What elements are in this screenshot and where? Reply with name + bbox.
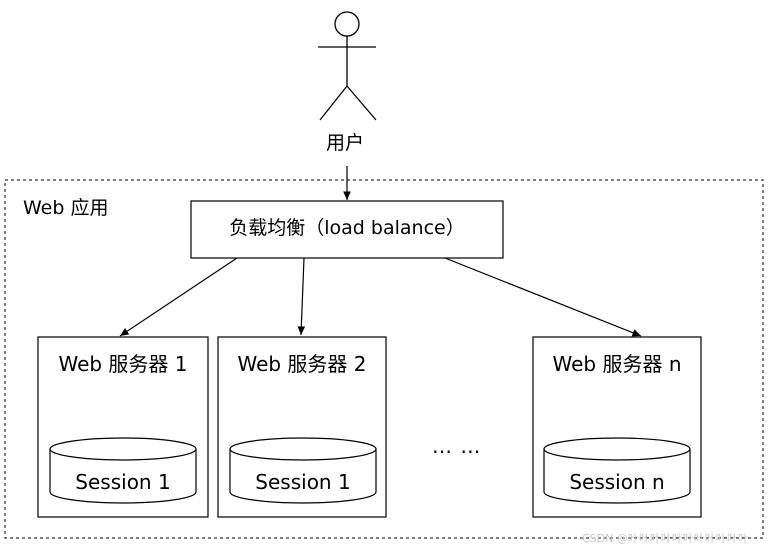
watermark: CSDN @叶叶叶叶叶叶叶叶叶叶叶 (582, 532, 749, 545)
server-label-1: Web 服务器 1 (58, 352, 188, 376)
session-label-n: Session n (569, 470, 665, 494)
session-cylinder-n (543, 437, 691, 504)
session-label-2: Session 1 (255, 470, 351, 494)
load-balancer-box (190, 200, 504, 259)
web-app-container (4, 179, 764, 539)
arrow-lb-to-server-n (444, 257, 642, 337)
load-balancer-label: 负载均衡（load balance） (229, 217, 465, 239)
arrow-lb-to-server-1 (119, 257, 238, 337)
server-label-n: Web 服务器 n (552, 352, 682, 376)
ellipsis-more-servers: … … (432, 434, 482, 458)
server-label-2: Web 服务器 2 (237, 352, 367, 376)
web-app-label: Web 应用 (23, 197, 109, 219)
session-label-1: Session 1 (75, 470, 171, 494)
user-label: 用户 (326, 132, 365, 154)
arrow-lb-to-server-2 (297, 257, 306, 336)
session-cylinder-1 (49, 437, 197, 504)
user-figure-icon (318, 11, 377, 121)
session-cylinder-2 (229, 437, 377, 504)
